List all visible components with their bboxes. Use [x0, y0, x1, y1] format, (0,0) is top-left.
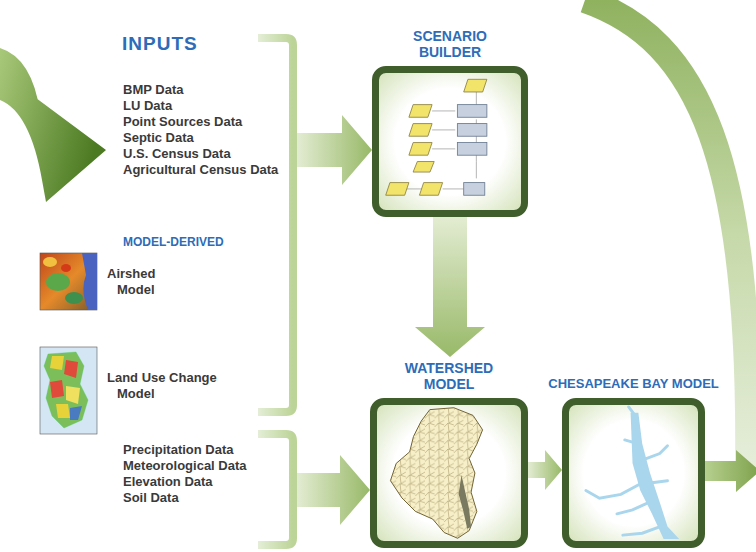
output-arrow	[705, 450, 756, 492]
scenario-builder: SCENARIO BUILDER	[372, 28, 528, 217]
model-item: Land Use Change Model	[107, 370, 217, 402]
airshed-thumbnail	[40, 253, 97, 310]
input-item: Agricultural Census Data	[123, 162, 283, 178]
model-title: CHESAPEAKE BAY MODEL	[548, 376, 718, 392]
flowchart-icon	[379, 73, 521, 210]
bay-model: CHESAPEAKE BAY MODEL	[562, 376, 705, 548]
input-item: Soil Data	[123, 490, 293, 506]
watershed-map	[377, 405, 521, 541]
input-item: LU Data	[123, 98, 283, 114]
flow-arrow	[415, 217, 485, 357]
input-item: Point Sources Data	[123, 114, 283, 130]
weather-group: Precipitation DataMeteorological DataEle…	[110, 434, 297, 549]
model-item: Airshed Model	[107, 266, 192, 298]
weather-bracket	[258, 434, 293, 545]
group-heading: INPUTS	[122, 33, 198, 55]
flow-arrow	[297, 455, 370, 525]
input-item: Precipitation Data	[123, 442, 293, 458]
model-title: WATERSHED MODEL	[389, 360, 509, 392]
model-title: SCENARIO BUILDER	[390, 28, 510, 60]
input-item: Elevation Data	[123, 474, 293, 490]
flow-arrow	[528, 450, 562, 490]
model-frame	[562, 398, 705, 548]
inputs-bracket	[258, 38, 293, 412]
incoming-arrow	[0, 48, 106, 202]
sub-heading: MODEL-DERIVED	[123, 235, 224, 249]
model-frame	[370, 398, 528, 548]
input-item: U.S. Census Data	[123, 146, 283, 162]
bay-map	[569, 405, 698, 541]
input-item: Meteorological Data	[123, 458, 293, 474]
watershed-model: WATERSHED MODEL	[370, 360, 528, 548]
model-frame	[372, 66, 528, 217]
land-use-thumbnail	[40, 347, 97, 434]
input-item: Septic Data	[123, 130, 283, 146]
input-item: BMP Data	[123, 82, 283, 98]
inputs-group: INPUTS BMP DataLU DataPoint Sources DataS…	[36, 30, 297, 417]
flow-arrow	[297, 115, 372, 185]
